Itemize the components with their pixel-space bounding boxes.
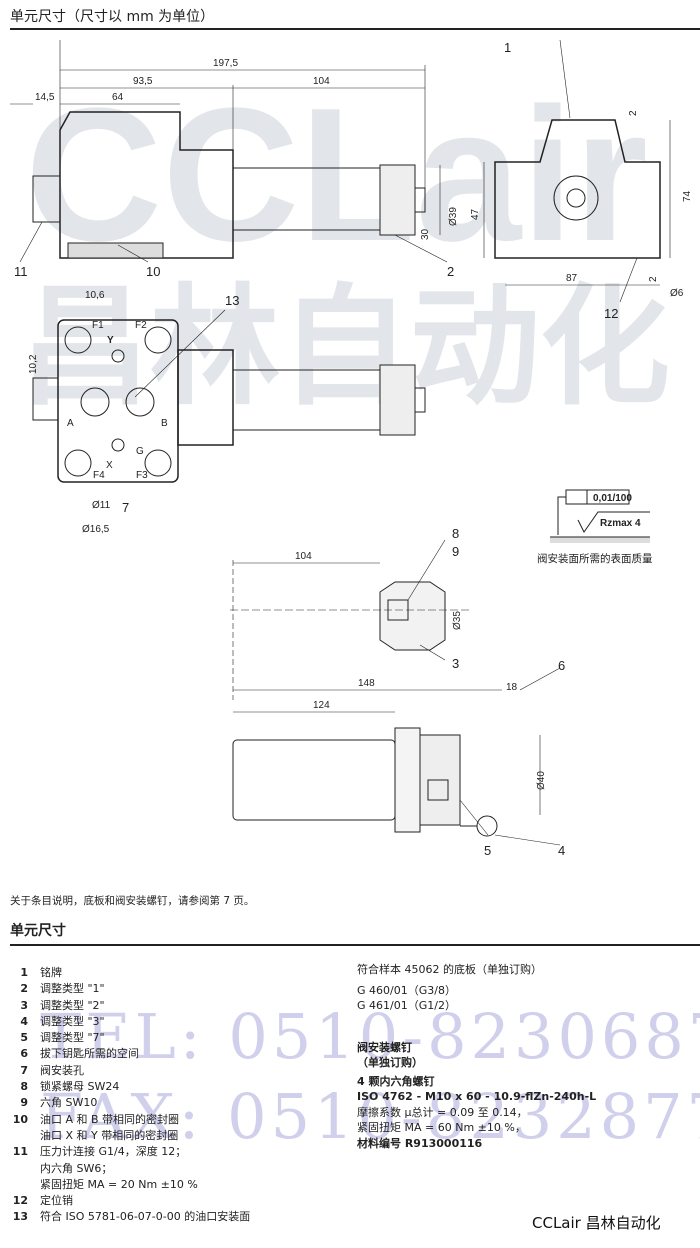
screws-separate: （单独订购） bbox=[357, 1056, 423, 1069]
svg-text:7: 7 bbox=[122, 500, 129, 515]
svg-text:124: 124 bbox=[313, 700, 330, 711]
svg-text:104: 104 bbox=[313, 76, 330, 87]
watermark-tel: TEL: 0510-82306871 bbox=[40, 1000, 700, 1073]
subplate-g461: G 461/01（G1/2） bbox=[357, 999, 456, 1012]
svg-text:B: B bbox=[161, 418, 168, 429]
svg-text:64: 64 bbox=[112, 92, 124, 103]
svg-text:47: 47 bbox=[470, 208, 481, 220]
svg-text:A: A bbox=[67, 418, 74, 429]
svg-text:5: 5 bbox=[484, 843, 491, 858]
svg-text:87: 87 bbox=[566, 273, 578, 284]
side-view: 1 87 47 74 2 2 Ø6 12 bbox=[470, 39, 693, 321]
material-number: 材料编号 R913000116 bbox=[357, 1136, 483, 1150]
screws-title: 阀安装螺钉 bbox=[357, 1040, 412, 1054]
svg-text:4: 4 bbox=[558, 843, 565, 858]
svg-text:14,5: 14,5 bbox=[35, 92, 55, 103]
dimension-drawing: CCLair 昌林自动化 197,5 93,5 104 14,5 64 30 bbox=[10, 39, 693, 858]
svg-text:X: X bbox=[106, 460, 113, 471]
svg-text:1: 1 bbox=[504, 40, 511, 55]
svg-text:F1: F1 bbox=[92, 320, 104, 331]
screws-iso: ISO 4762 - M10 x 60 - 10.9-flZn-240h-L bbox=[357, 1090, 597, 1103]
title-rule bbox=[10, 28, 700, 30]
svg-text:10,6: 10,6 bbox=[85, 290, 105, 301]
svg-text:阀安装面所需的表面质量: 阀安装面所需的表面质量 bbox=[537, 552, 653, 565]
surface-quality-symbol: 0,01/100 Rzmax 4 阀安装面所需的表面质量 bbox=[537, 489, 653, 565]
friction-text: 摩擦系数 μ总计 = 0.09 至 0.14， bbox=[357, 1105, 528, 1119]
svg-text:13: 13 bbox=[225, 293, 239, 308]
svg-text:Ø6: Ø6 bbox=[670, 288, 684, 299]
svg-text:197,5: 197,5 bbox=[213, 58, 238, 69]
svg-text:昌林自动化: 昌林自动化 bbox=[20, 274, 670, 420]
subplate-text: 符合样本 45062 的底板（单独订购） bbox=[357, 963, 542, 976]
svg-text:12: 12 bbox=[604, 306, 618, 321]
svg-text:Rzmax 4: Rzmax 4 bbox=[600, 518, 641, 529]
svg-text:104: 104 bbox=[295, 551, 312, 562]
svg-text:Ø11: Ø11 bbox=[92, 500, 111, 511]
svg-text:9: 9 bbox=[452, 544, 459, 559]
svg-text:2: 2 bbox=[628, 110, 639, 116]
svg-text:F2: F2 bbox=[135, 320, 147, 331]
svg-text:Ø40: Ø40 bbox=[536, 771, 547, 790]
svg-text:11: 11 bbox=[14, 264, 28, 279]
plan-view: F1 Y F2 A B X G F4 F3 10,6 10,2 Ø11 7 Ø1… bbox=[28, 290, 426, 535]
svg-text:Ø39: Ø39 bbox=[448, 207, 459, 226]
svg-text:30: 30 bbox=[420, 228, 431, 240]
svg-text:Y: Y bbox=[107, 335, 114, 346]
section-title: 单元尺寸 bbox=[10, 923, 66, 939]
svg-text:0,01/100: 0,01/100 bbox=[593, 493, 632, 504]
svg-text:18: 18 bbox=[506, 682, 518, 693]
svg-text:F3: F3 bbox=[136, 470, 148, 481]
reference-note: 关于条目说明，底板和阀安装螺钉，请参阅第 7 页。 bbox=[10, 895, 255, 907]
svg-text:6: 6 bbox=[558, 658, 565, 673]
accessories-info: 符合样本 45062 的底板（单独订购） G 460/01（G3/8） G 46… bbox=[357, 962, 596, 1151]
svg-text:Ø35: Ø35 bbox=[452, 611, 463, 630]
svg-text:G: G bbox=[136, 446, 144, 457]
svg-text:10,2: 10,2 bbox=[28, 354, 39, 374]
svg-text:2: 2 bbox=[648, 276, 659, 282]
svg-text:3: 3 bbox=[452, 656, 459, 671]
svg-text:2: 2 bbox=[447, 264, 454, 279]
watermark-logo: CCLair 昌林自动化 bbox=[20, 69, 670, 420]
svg-text:148: 148 bbox=[358, 678, 375, 689]
svg-text:10: 10 bbox=[146, 264, 160, 279]
subplate-g460: G 460/01（G3/8） bbox=[357, 983, 456, 997]
top-view: 197,5 93,5 104 14,5 64 30 Ø39 11 10 2 bbox=[10, 40, 459, 279]
svg-text:F4: F4 bbox=[93, 470, 105, 481]
knob-type-7-view: 148 124 18 6 Ø40 5 4 bbox=[232, 658, 565, 858]
torque-text: 紧固扭矩 MA = 60 Nm ±10 %， bbox=[357, 1121, 526, 1134]
svg-text:93,5: 93,5 bbox=[133, 76, 153, 87]
watermark-fax: FAX: 0510-82328771 bbox=[40, 1080, 700, 1153]
svg-text:Ø16,5: Ø16,5 bbox=[82, 524, 110, 535]
brand-label: CCLair 昌林自动化 bbox=[532, 1214, 661, 1232]
svg-text:74: 74 bbox=[682, 190, 693, 202]
section-rule bbox=[10, 944, 700, 946]
page-title: 单元尺寸（尺寸以 mm 为单位） bbox=[10, 9, 215, 25]
screws-qty: 4 颗内六角螺钉 bbox=[357, 1074, 435, 1088]
knob-type-2-view: 104 Ø35 8 9 3 bbox=[230, 526, 470, 700]
svg-text:8: 8 bbox=[452, 526, 459, 541]
